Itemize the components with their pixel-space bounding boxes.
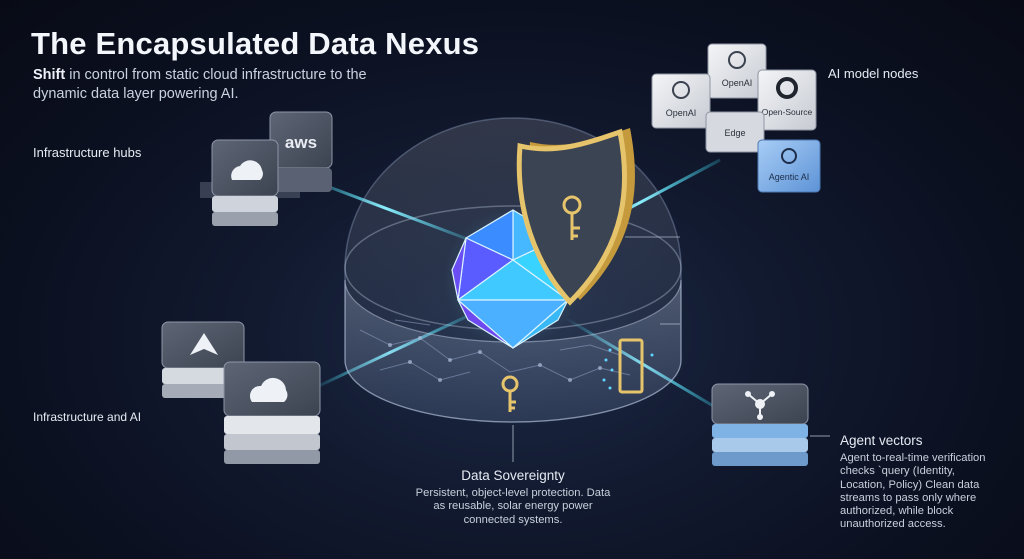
cube-open-source: Open-Source bbox=[757, 69, 817, 131]
openai-label: OpenAI bbox=[666, 108, 697, 118]
label-infrastructure-hubs: Infrastructure hubs bbox=[33, 145, 142, 160]
label-infrastructure-ai: Infrastructure and AI bbox=[33, 410, 142, 424]
cube-aws: aws bbox=[269, 111, 333, 192]
cube-openai-left: OpenAI bbox=[651, 73, 711, 129]
key-icon bbox=[501, 375, 519, 412]
label-data-sovereignty: Data Sovereignty bbox=[461, 468, 565, 483]
page-title: The Encapsulated Data Nexus bbox=[31, 26, 480, 61]
cube-cloud-2 bbox=[223, 361, 321, 464]
open-source-label: Open-Source bbox=[762, 107, 813, 117]
cloud-icon bbox=[231, 160, 263, 180]
subtitle-emphasis: Shift bbox=[33, 67, 66, 83]
agentic-ai-label: Agentic AI bbox=[769, 172, 810, 182]
label-ai-model-nodes: AI model nodes bbox=[828, 66, 919, 81]
network-pattern bbox=[359, 319, 631, 381]
cloud-icon bbox=[249, 377, 288, 402]
agent-vectors-cluster bbox=[711, 383, 830, 466]
cube-agentic-ai: Agentic AI bbox=[757, 139, 821, 193]
cube-edge: Edge bbox=[705, 111, 765, 153]
aws-logo: aws bbox=[285, 133, 317, 152]
subtitle-text: in control from static cloud infrastruct… bbox=[33, 67, 367, 102]
openai-label: OpenAI bbox=[722, 78, 753, 88]
cube-cloud-1 bbox=[211, 139, 279, 226]
ai-model-nodes-cluster: OpenAI OpenAI Open-Source Edge Agentic A… bbox=[651, 43, 821, 193]
page-subtitle: Shift in control from static cloud infra… bbox=[33, 66, 393, 104]
infrastructure-hubs-cluster: aws bbox=[200, 111, 333, 226]
gate-icon bbox=[602, 338, 654, 394]
agent-vectors-description: Agent to-real-time verification checks `… bbox=[840, 452, 986, 531]
edge-label: Edge bbox=[724, 128, 745, 138]
cube-openai-top: OpenAI bbox=[707, 43, 767, 99]
infrastructure-ai-cluster bbox=[161, 321, 321, 464]
shield-icon bbox=[516, 128, 635, 306]
label-agent-vectors: Agent vectors bbox=[840, 433, 923, 448]
agent-node-icon bbox=[745, 391, 775, 420]
arrow-logo-icon bbox=[190, 333, 218, 355]
data-sovereignty-description: Persistent, object-level protection. Dat… bbox=[415, 487, 611, 526]
